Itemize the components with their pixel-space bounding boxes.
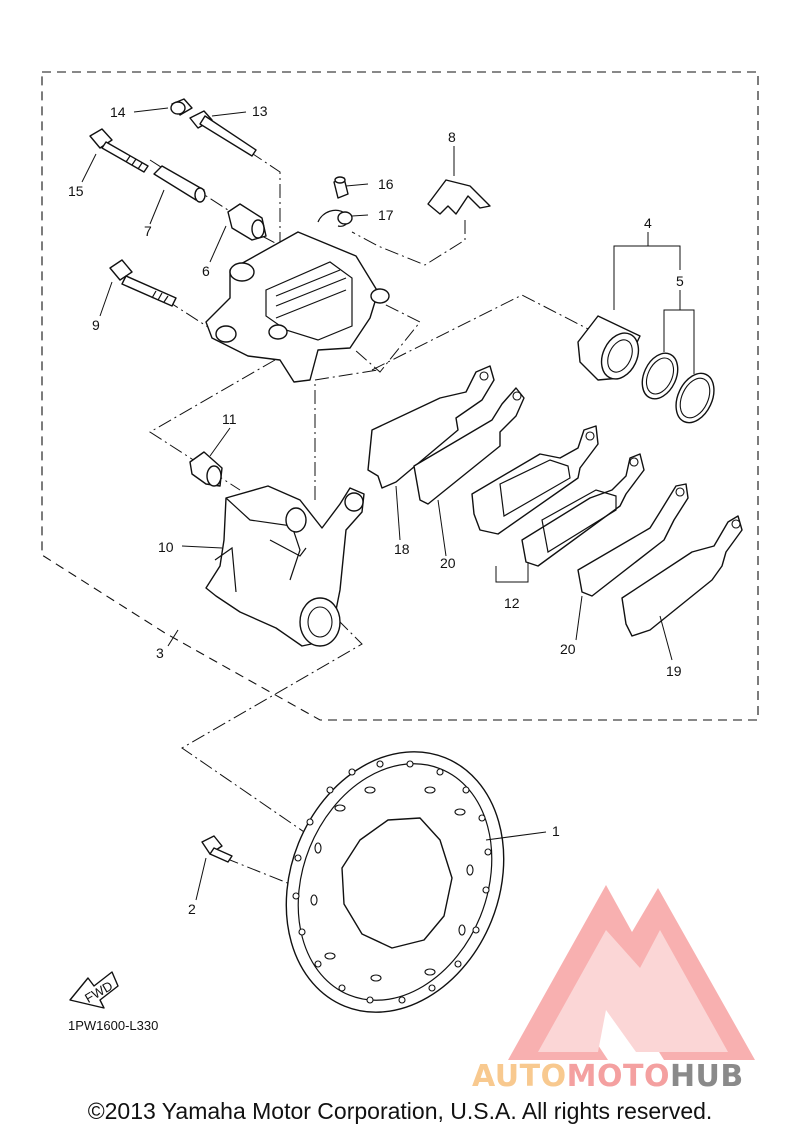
part-8-clip: [427, 179, 491, 215]
label-9: 9: [92, 317, 100, 333]
part-20-shim-lower: [577, 483, 689, 597]
label-20-upper: 20: [440, 555, 456, 571]
part-7-sleeve: [153, 165, 206, 203]
label-7: 7: [144, 223, 152, 239]
part-18-shim: [367, 365, 495, 489]
leader-lines: [81, 107, 695, 901]
part-6-boot: [227, 203, 267, 241]
fwd-arrow-icon: FWD: [69, 971, 119, 1009]
watermark-logo: [508, 885, 755, 1060]
copyright-notice: ©2013 Yamaha Motor Corporation, U.S.A. A…: [87, 1098, 713, 1124]
figure-code: 1PW1600-L330: [68, 1018, 158, 1033]
caliper-body: [205, 231, 390, 383]
label-19: 19: [666, 663, 682, 679]
part-16-bleed-screw: [333, 176, 349, 199]
label-4: 4: [644, 215, 652, 231]
label-16: 16: [378, 176, 394, 192]
label-2: 2: [188, 901, 196, 917]
assembly-boundary: [41, 71, 759, 721]
label-3: 3: [156, 645, 164, 661]
part-14-cap: [170, 98, 193, 116]
watermark-moto: MOTO: [567, 1059, 670, 1094]
part-13-pin: [189, 110, 257, 157]
part-19-shim: [621, 515, 743, 637]
label-11: 11: [222, 411, 237, 427]
watermark-auto: AUTO: [472, 1059, 567, 1094]
part-2-bolt: [201, 835, 233, 863]
label-1: 1: [552, 823, 560, 839]
label-10: 10: [158, 539, 174, 555]
part-10-bracket: [205, 485, 365, 647]
part-12-brake-pads: [471, 425, 645, 567]
label-12: 12: [504, 595, 520, 611]
watermark-hub: HUB: [670, 1059, 744, 1094]
part-15-bolt: [89, 128, 149, 173]
part-4-piston: [577, 315, 641, 381]
label-6: 6: [202, 263, 210, 279]
label-8: 8: [448, 129, 456, 145]
label-18: 18: [394, 541, 410, 557]
part-1-brake-disc: [285, 751, 505, 1013]
label-14: 14: [110, 104, 126, 120]
label-17: 17: [378, 207, 394, 223]
disc-holes: [292, 760, 492, 1004]
label-15: 15: [68, 183, 84, 199]
part-labels: 14 13 8 15 16 17 7 4 6 5 9 11 10 18 20 1…: [68, 103, 684, 1033]
part-20-shim-upper: [413, 387, 525, 505]
part-11-boot: [189, 451, 223, 487]
label-13: 13: [252, 103, 268, 119]
label-20-lower: 20: [560, 641, 576, 657]
part-17-bleed-cap: [317, 209, 353, 227]
part-5-seals: [641, 352, 715, 424]
part-9-bolt: [109, 259, 177, 307]
label-5: 5: [676, 273, 684, 289]
watermark-triangle-inner: [538, 930, 728, 1052]
watermark-text: AUTOMOTOHUB: [472, 1059, 744, 1094]
